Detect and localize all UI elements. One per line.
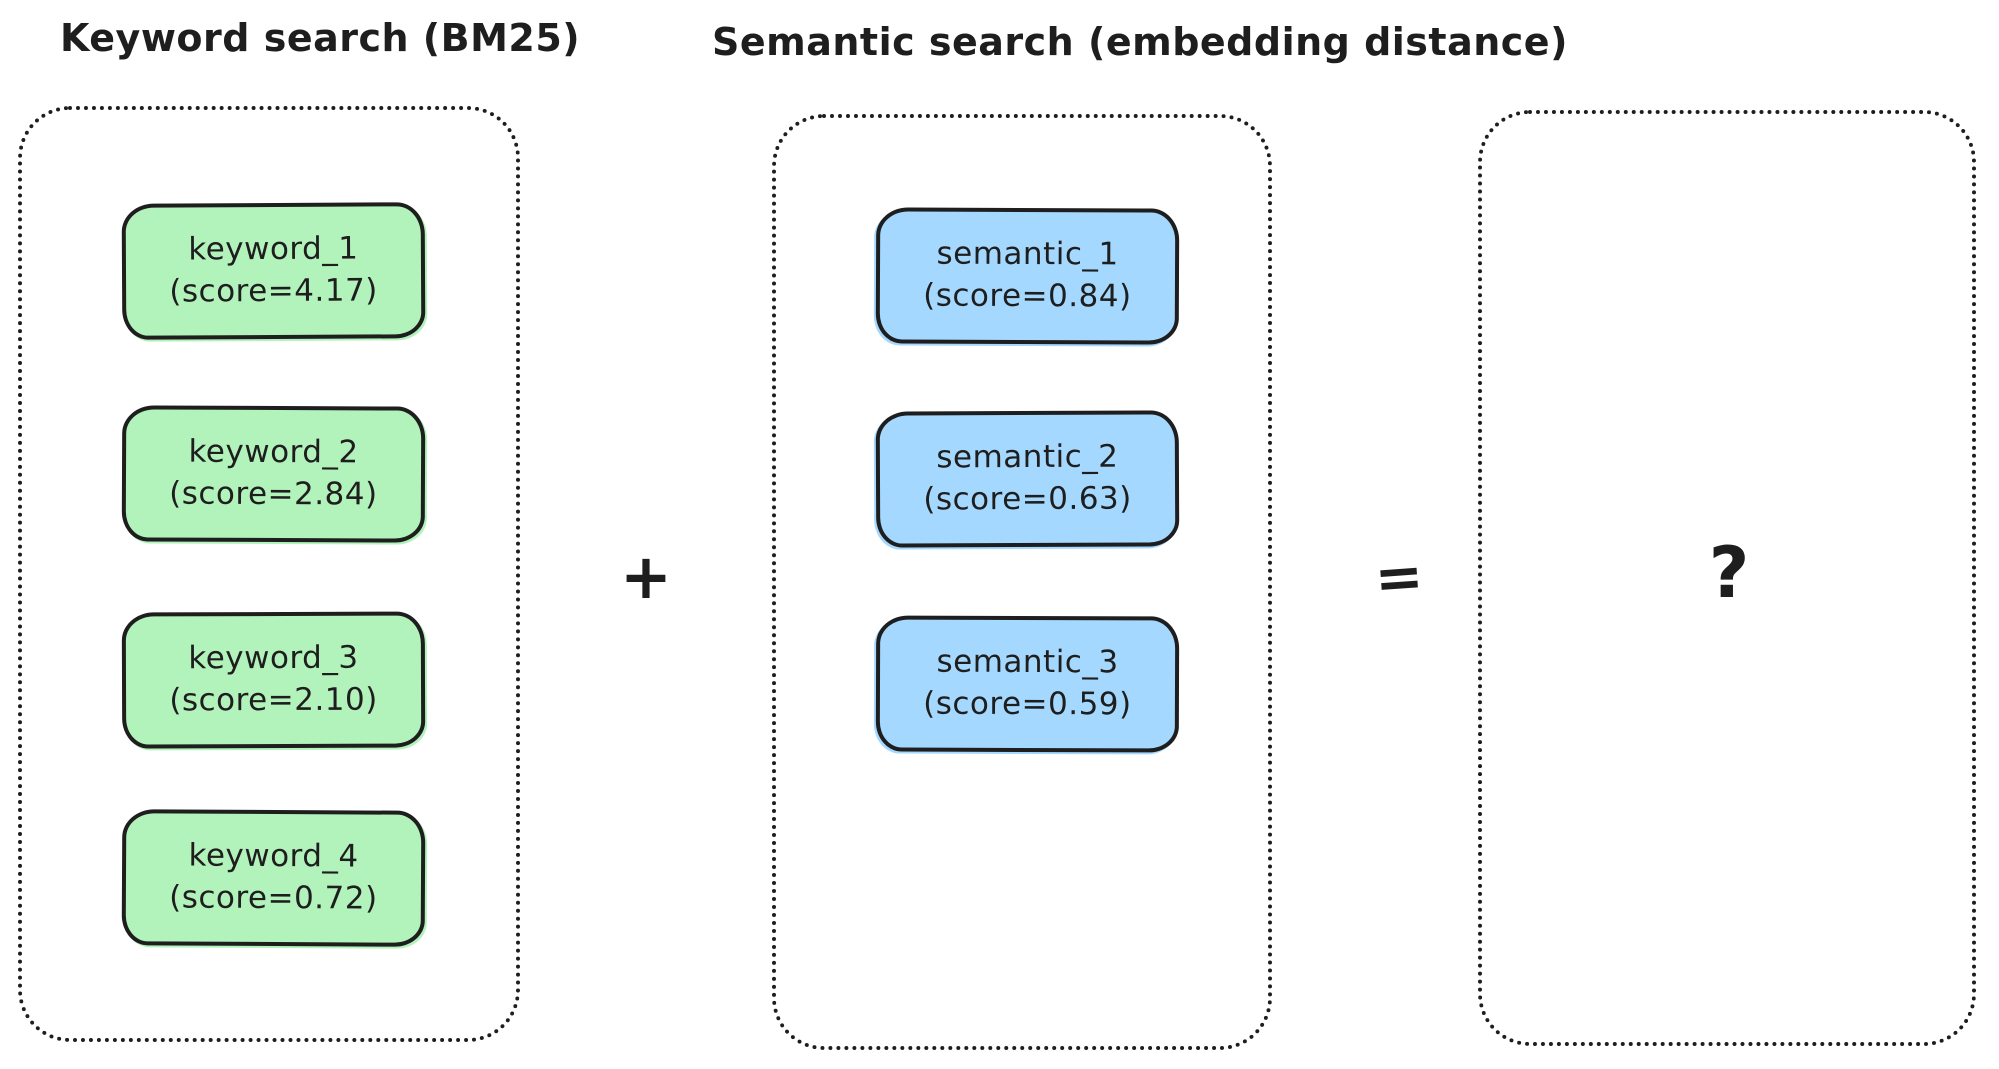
equals-operator: = [1372, 541, 1426, 613]
result-name: keyword_3 [188, 639, 359, 677]
keyword-result-box: keyword_2 (score=2.84) [121, 405, 426, 543]
semantic-result-box: semantic_2 (score=0.63) [875, 410, 1180, 548]
result-name: semantic_2 [936, 438, 1119, 476]
keyword-results-frame [18, 106, 520, 1042]
result-name: keyword_2 [188, 433, 359, 471]
result-score: (score=2.84) [169, 475, 378, 513]
keyword-result-box: keyword_4 (score=0.72) [121, 809, 426, 947]
question-mark: ? [1708, 532, 1750, 614]
result-score: (score=2.10) [169, 681, 378, 719]
result-score: (score=0.59) [923, 685, 1132, 723]
result-score: (score=0.63) [923, 480, 1132, 518]
plus-operator: + [620, 540, 672, 613]
result-name: semantic_3 [936, 643, 1119, 681]
semantic-result-box: semantic_3 (score=0.59) [875, 615, 1180, 753]
result-name: keyword_4 [188, 837, 359, 875]
keyword-result-box: keyword_1 (score=4.17) [121, 202, 426, 340]
result-score: (score=4.17) [169, 272, 378, 310]
semantic-column-title: Semantic search (embedding distance) [712, 20, 1568, 64]
keyword-result-box: keyword_3 (score=2.10) [121, 611, 426, 749]
keyword-column-title: Keyword search (BM25) [60, 16, 581, 60]
result-score: (score=0.84) [923, 277, 1132, 315]
result-name: semantic_1 [936, 235, 1119, 273]
semantic-results-frame [772, 114, 1272, 1050]
result-name: keyword_1 [188, 230, 359, 268]
semantic-result-box: semantic_1 (score=0.84) [875, 207, 1180, 345]
combined-result-frame [1478, 110, 1976, 1046]
result-score: (score=0.72) [169, 879, 378, 917]
